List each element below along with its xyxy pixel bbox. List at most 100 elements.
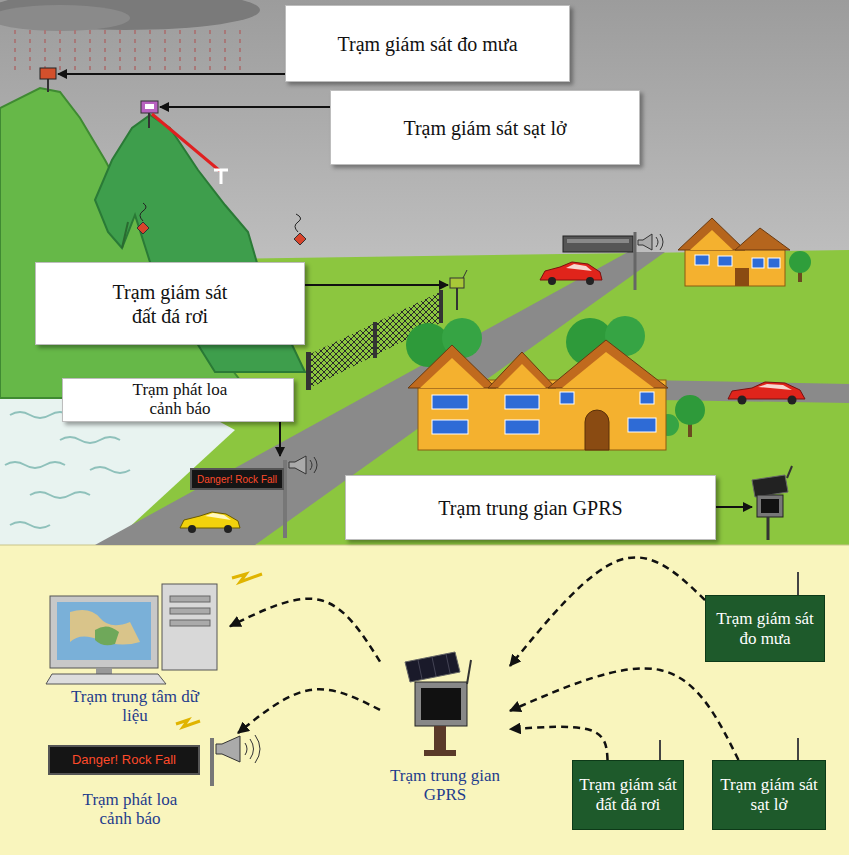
gprs-station xyxy=(787,466,792,478)
rock xyxy=(295,214,301,232)
big-house xyxy=(585,410,609,450)
sky xyxy=(0,0,849,545)
sensor-station-box: Trạm giám sát đo mưa xyxy=(705,595,825,662)
dashed-arrow xyxy=(238,689,380,733)
car xyxy=(788,396,797,405)
node-label: Trạm trung gian GPRS xyxy=(438,496,622,520)
node-label: Trạm giám sát sạt lở xyxy=(403,116,566,140)
computer xyxy=(170,620,210,626)
ground-band xyxy=(0,545,849,855)
node-label: Trạm trung gian GPRS xyxy=(381,766,509,805)
big-house xyxy=(640,392,654,404)
big-house xyxy=(628,418,656,432)
gprs-relay-icon xyxy=(467,660,471,684)
dashed-arrow xyxy=(510,557,705,666)
antenna xyxy=(797,738,799,760)
landslide-station xyxy=(141,101,158,113)
car xyxy=(566,264,592,271)
node-label: Trạm giám sát đất đá rơi xyxy=(103,280,238,328)
node-label: Trạm phát loa cảnh báo xyxy=(120,381,240,418)
computer xyxy=(162,584,217,670)
car xyxy=(224,525,232,533)
sensor-station-box: Trạm giám sát đất đá rơi xyxy=(572,760,684,830)
billboard xyxy=(563,236,633,252)
station-label-area: Trạm trung tâm dữ liệu xyxy=(40,580,230,728)
big-house xyxy=(408,340,668,450)
rain-cloud xyxy=(0,5,130,31)
car xyxy=(758,384,792,390)
warning-sign: Danger! Rock Fall xyxy=(190,468,284,490)
computer xyxy=(70,610,140,645)
leader-arrow xyxy=(58,74,752,507)
small-house xyxy=(789,251,811,273)
computer xyxy=(46,674,166,684)
mountain xyxy=(0,88,305,398)
billboard xyxy=(638,234,652,250)
siren-pole xyxy=(210,738,214,786)
leader-arrow xyxy=(279,422,281,456)
road xyxy=(95,252,849,545)
road xyxy=(645,380,849,403)
gprs-station xyxy=(752,466,792,540)
node-label: Trạm giám sát đo mưa xyxy=(337,32,517,56)
computer xyxy=(50,596,158,668)
field xyxy=(0,250,849,545)
gprs-relay-icon xyxy=(405,652,460,682)
landslide-station xyxy=(145,104,154,109)
leader-arrow xyxy=(160,106,330,108)
car xyxy=(586,277,594,285)
leader-arrow xyxy=(305,284,448,286)
big-house xyxy=(560,392,574,404)
car xyxy=(548,277,556,285)
gprs-relay-icon xyxy=(418,654,450,679)
gprs-station xyxy=(752,475,788,497)
rain-gauge xyxy=(40,68,56,92)
rain-cloud xyxy=(0,0,260,30)
billboard xyxy=(656,234,663,250)
small-house xyxy=(735,228,790,250)
big-house xyxy=(488,352,556,388)
rock xyxy=(137,203,306,245)
station-label-area: Trạm phát loa cảnh báoDanger! Rock Fall xyxy=(40,733,272,831)
computer xyxy=(170,608,210,614)
small-house xyxy=(678,218,745,250)
car xyxy=(540,262,602,280)
computer xyxy=(232,574,262,582)
leader-arrow xyxy=(716,506,752,508)
computer xyxy=(170,596,210,602)
field xyxy=(0,250,849,545)
rockfall-station xyxy=(463,270,467,278)
callout-box: Trạm giám sát sạt lở xyxy=(330,90,640,165)
antenna xyxy=(659,740,661,760)
sensor-station-box: Trạm giám sát sạt lở xyxy=(712,760,826,830)
big-house xyxy=(418,380,666,450)
gprs-station xyxy=(761,499,779,513)
siren-pole xyxy=(216,736,240,762)
dashed-arrow xyxy=(230,599,380,662)
gprs-relay-icon xyxy=(434,726,446,752)
callout-box: Trạm giám sát đất đá rơi xyxy=(35,262,305,345)
node-label: Trạm giám sát đo mưa xyxy=(709,609,821,648)
small-house xyxy=(735,268,749,286)
small-house xyxy=(695,255,709,265)
gprs-relay-icon xyxy=(415,682,467,726)
callout-box: Trạm phát loa cảnh báo xyxy=(62,378,294,422)
small-house xyxy=(685,248,785,286)
rockfall-station xyxy=(456,288,458,310)
big-house xyxy=(505,420,539,434)
leader-arrow xyxy=(58,73,285,75)
small-house xyxy=(768,258,780,268)
node-label: Trạm giám sát sạt lở xyxy=(716,775,822,814)
callout-box: Trạm giám sát đo mưa xyxy=(285,5,570,82)
big-house xyxy=(408,345,496,388)
landslide-station xyxy=(214,170,228,184)
siren-pole xyxy=(310,457,317,473)
car xyxy=(188,525,196,533)
rock xyxy=(140,203,146,221)
billboard xyxy=(634,232,637,290)
sky xyxy=(0,0,849,545)
water xyxy=(5,412,160,528)
gprs-relay-icon xyxy=(405,652,471,756)
